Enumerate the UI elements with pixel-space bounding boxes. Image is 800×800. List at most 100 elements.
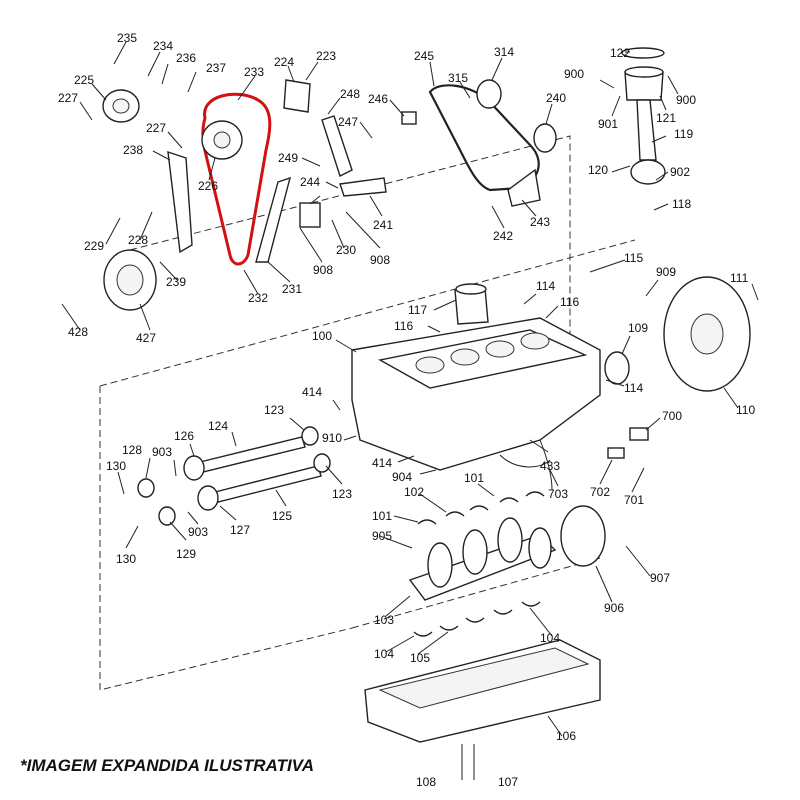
small-parts [299, 111, 649, 491]
callout-label: 127 [230, 523, 250, 537]
callout-label: 227 [58, 91, 78, 105]
callout-label: 247 [338, 115, 358, 129]
leader-lines [61, 41, 759, 737]
callout-label: 225 [74, 73, 94, 87]
chain-guides [167, 79, 541, 263]
leader-223 [305, 61, 319, 81]
callout-label: 100 [312, 329, 332, 343]
leader-903-a [173, 459, 177, 477]
leader-127 [219, 505, 237, 521]
leader-900-a [599, 79, 615, 89]
leader-130-b [125, 525, 139, 549]
leader-907 [625, 545, 651, 577]
sprocket-226-hub [213, 131, 231, 149]
leader-242 [491, 205, 505, 229]
leader-102 [419, 493, 447, 513]
leader-227-a [79, 101, 93, 121]
bore-4 [520, 332, 550, 350]
callout-label: 117 [408, 303, 427, 317]
leader-116-a [545, 305, 559, 319]
callout-label: 102 [404, 485, 424, 499]
callout-label: 231 [282, 282, 302, 296]
callout-label: 101 [464, 471, 484, 485]
leader-118 [653, 203, 669, 211]
shell-102-b [469, 505, 489, 511]
leader-100 [335, 339, 357, 353]
callout-label: 908 [370, 253, 390, 267]
leader-908-b [299, 227, 323, 263]
rod-bearing-120 [630, 159, 666, 185]
piston-assembly [621, 47, 666, 185]
leader-908-a [345, 211, 381, 249]
bore-3 [485, 340, 515, 358]
callout-label: 427 [136, 331, 156, 345]
shell-102-a [445, 511, 465, 517]
camshafts [137, 426, 331, 526]
leader-124 [231, 431, 237, 447]
crankshaft-103 [408, 517, 557, 601]
pulleys [102, 79, 751, 567]
bore-1 [415, 356, 445, 374]
leader-315 [459, 81, 471, 99]
bore-2 [450, 348, 480, 366]
callout-label: 239 [166, 275, 186, 289]
leader-903-b [187, 511, 199, 525]
leader-245 [429, 61, 435, 87]
timing-belt [428, 84, 540, 192]
callout-label: 227 [146, 121, 166, 135]
cam-gear-127 [197, 485, 219, 511]
leader-906 [595, 565, 613, 603]
callout-label: 106 [556, 729, 576, 743]
leader-703 [549, 469, 559, 487]
callout-label: 703 [548, 487, 568, 501]
bearing-shells [413, 491, 545, 637]
leader-900-b [667, 75, 679, 95]
sensor-246 [401, 111, 417, 125]
leader-106 [547, 715, 563, 737]
callout-label: 241 [373, 218, 393, 232]
bracket-224 [283, 79, 311, 113]
callout-label: 249 [278, 151, 298, 165]
callout-label: 101 [372, 509, 392, 523]
leader-123-a [289, 417, 305, 431]
guide-244 [339, 177, 387, 197]
leader-232 [243, 269, 259, 295]
leader-101-a [477, 483, 495, 497]
camshaft-125 [214, 465, 322, 503]
shell-101-a [417, 519, 437, 525]
sensor-702 [607, 447, 625, 459]
callout-label: 909 [656, 265, 676, 279]
leader-248 [327, 97, 341, 115]
leader-114-b [605, 379, 625, 387]
callout-label: 223 [316, 49, 336, 63]
leader-702 [599, 459, 613, 485]
callout-label: 128 [122, 443, 142, 457]
tensioner-243 [507, 168, 541, 207]
leader-228 [139, 211, 153, 241]
leader-904 [419, 469, 437, 475]
callout-label: 246 [368, 92, 388, 106]
leader-246 [389, 99, 405, 117]
callout-label: 242 [493, 229, 513, 243]
leader-414-a [332, 399, 341, 411]
assembly-frames [99, 135, 636, 691]
bedplate-deck [378, 647, 590, 709]
shell-101-b [499, 497, 519, 503]
leader-129 [169, 521, 187, 541]
callout-label: 234 [153, 39, 173, 53]
camshaft-124 [199, 436, 306, 473]
leader-236 [161, 63, 169, 85]
callout-label: 905 [372, 529, 392, 543]
callout-label: 244 [300, 175, 320, 189]
callout-label: 245 [414, 49, 434, 63]
leader-701 [631, 467, 645, 493]
guide-238 [167, 150, 193, 254]
leader-909 [645, 279, 659, 297]
callout-label: 904 [392, 470, 412, 484]
leader-249 [301, 157, 321, 167]
leader-241 [369, 195, 383, 217]
leader-115 [589, 259, 626, 273]
callout-label: 228 [128, 233, 148, 247]
